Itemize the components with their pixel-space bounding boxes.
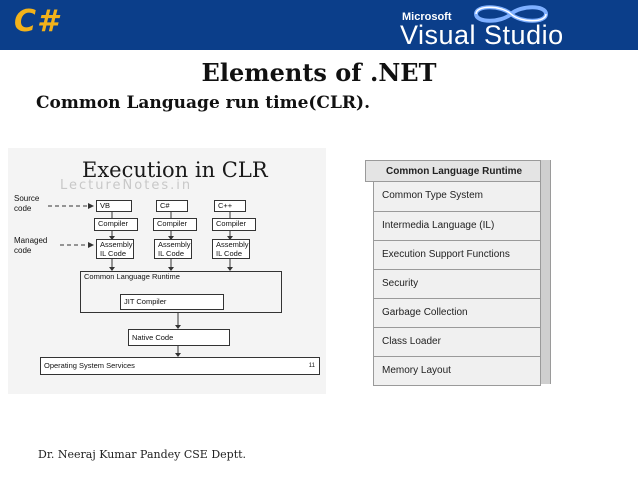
- clr-item-common-type-system: Common Type System: [382, 190, 483, 201]
- clr-item-garbage-collection: Garbage Collection: [374, 298, 540, 327]
- language-box-csharp: C#: [156, 200, 188, 212]
- diagram-connectors: [48, 203, 233, 357]
- header-banner: C# Microsoft Visual Studio: [0, 0, 638, 50]
- watermark-text: LectureNotes.in: [60, 178, 193, 193]
- execution-in-clr-diagram: Execution in CLR LectureNotes.in Source …: [8, 148, 326, 394]
- native-code-box: Native Code: [128, 329, 230, 346]
- clr-box-label: Common Language Runtime: [84, 272, 180, 281]
- slide-subtitle: Common Language run time(CLR).: [36, 93, 370, 113]
- assembly-box-vb: Assembly IL Code: [96, 239, 134, 259]
- compiler-box-cpp: Compiler: [212, 218, 256, 231]
- clr-item-class-loader: Class Loader: [374, 327, 540, 356]
- assembly-box-cpp: Assembly IL Code: [212, 239, 250, 259]
- brand-visual-studio: Visual Studio: [400, 20, 564, 50]
- clr-component-list: Common Type System Intermedia Language (…: [373, 182, 541, 386]
- slide-title: Elements of .NET: [201, 58, 437, 87]
- brand-microsoft: Microsoft: [402, 11, 452, 23]
- csharp-logo: C#: [14, 4, 59, 39]
- os-services-label: Operating System Services: [44, 361, 135, 370]
- clr-item-execution-support: Execution Support Functions: [374, 240, 540, 269]
- compiler-box-csharp: Compiler: [153, 218, 197, 231]
- clr-components-diagram: Common Language Runtime Common Type Syst…: [365, 160, 551, 386]
- clr-header-label: Common Language Runtime: [386, 166, 523, 177]
- managed-code-label: Managed code: [14, 236, 48, 255]
- diagram-page-number: 11: [308, 363, 315, 369]
- language-box-vb: VB: [96, 200, 132, 212]
- compiler-box-vb: Compiler: [94, 218, 138, 231]
- assembly-box-csharp: Assembly IL Code: [154, 239, 192, 259]
- diagram-title: Execution in CLR: [82, 158, 268, 182]
- clr-side-panel: [541, 160, 551, 384]
- clr-header-box: Common Language Runtime: [365, 160, 541, 182]
- language-box-cpp: C++: [214, 200, 246, 212]
- clr-item-memory-layout: Memory Layout: [374, 356, 540, 385]
- source-code-label: Source code: [14, 194, 40, 213]
- clr-box: Common Language Runtime: [80, 271, 282, 313]
- footer-author: Dr. Neeraj Kumar Pandey CSE Deptt.: [38, 448, 247, 461]
- clr-item-security: Security: [374, 269, 540, 298]
- clr-item-intermediate-language: Intermedia Language (IL): [374, 211, 540, 240]
- jit-compiler-box: JIT Compiler: [120, 294, 224, 310]
- infinity-loop-icon: [473, 5, 549, 23]
- visual-studio-logo: Microsoft Visual Studio: [390, 0, 630, 50]
- os-services-box: Operating System Services 11: [40, 357, 320, 375]
